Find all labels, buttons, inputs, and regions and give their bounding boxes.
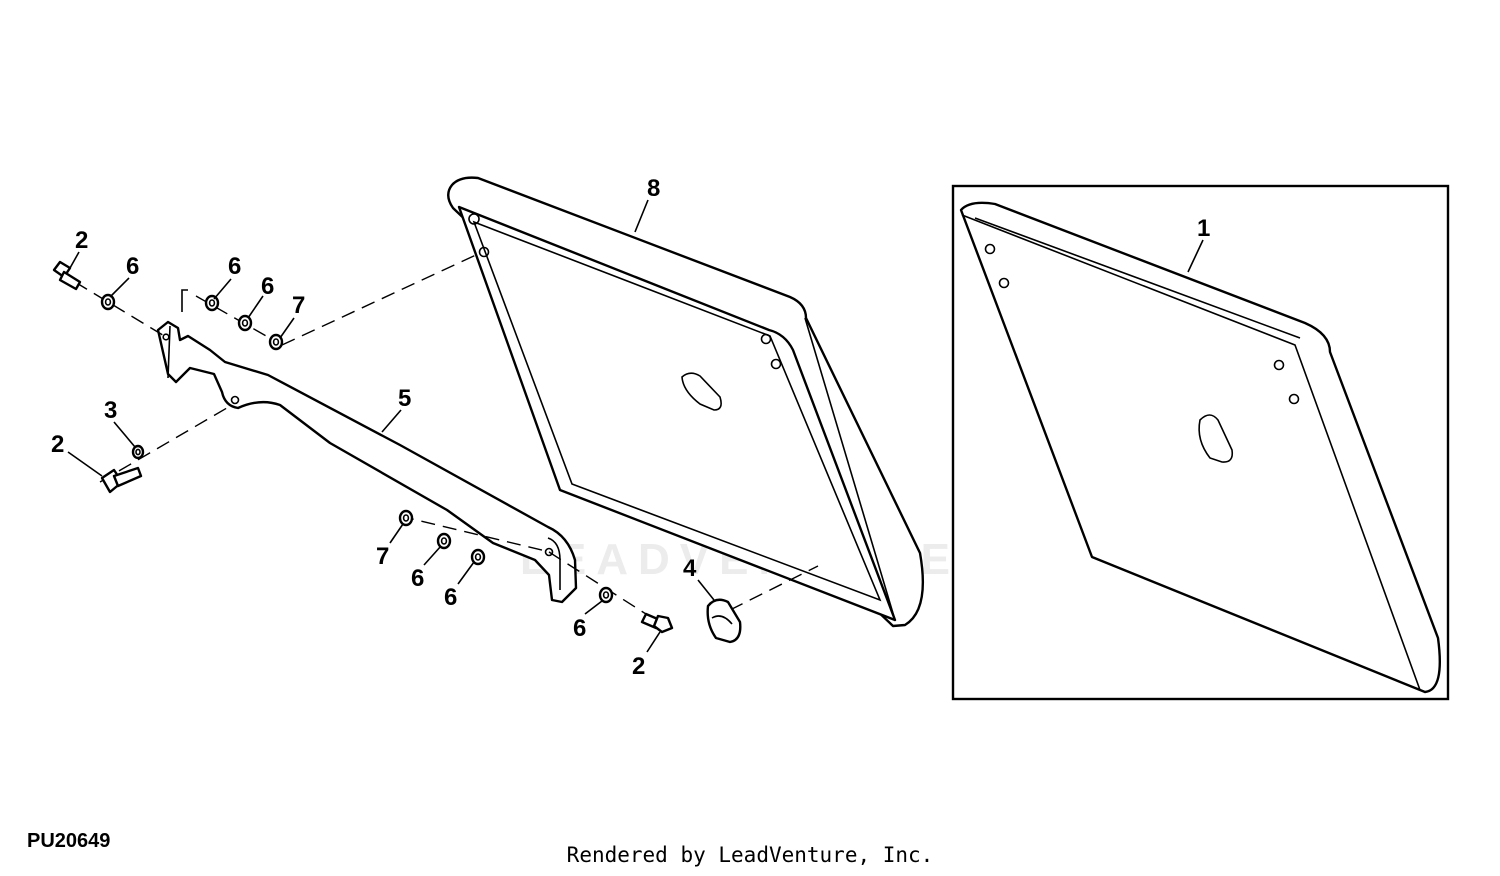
cushion-hole (1273, 359, 1285, 371)
cushion-hole (998, 277, 1010, 289)
washer-6 (470, 548, 486, 566)
washer-6 (204, 294, 220, 312)
frame-hole (760, 333, 772, 345)
washer-6 (598, 586, 614, 604)
detail-box (951, 184, 1450, 701)
callout-7: 7 (292, 292, 305, 319)
washer-6 (436, 532, 452, 550)
part-8-panel-frame (447, 176, 925, 628)
callout-2: 2 (632, 653, 645, 680)
bolt-2-right (640, 612, 674, 634)
callout-2: 2 (51, 431, 64, 458)
figure-id: PU20649 (27, 830, 111, 852)
callout-1: 1 (1197, 215, 1210, 242)
callout-3: 3 (104, 397, 117, 424)
bracket-tab (181, 289, 188, 312)
cushion-center-slot (1198, 414, 1234, 463)
callout-6: 6 (228, 253, 241, 280)
leader-lines (67, 199, 1204, 653)
callout-6: 6 (261, 273, 274, 300)
callout-8: 8 (647, 175, 660, 202)
part-4-bumper (706, 598, 742, 644)
part-5-mounting-bracket (156, 320, 578, 604)
callout-5: 5 (398, 385, 411, 412)
frame-hole (468, 213, 480, 225)
callout-7: 7 (376, 543, 389, 570)
nut-7 (398, 509, 414, 527)
lock-washer-3 (131, 444, 145, 460)
cushion-hole (1288, 393, 1300, 405)
part-1-cushion (959, 201, 1441, 694)
bolt-2-lower-left (100, 466, 143, 494)
washer-6 (237, 314, 253, 332)
washer-6 (100, 293, 116, 311)
nut-7 (268, 333, 284, 351)
callout-6: 6 (444, 584, 457, 611)
frame-hole (770, 358, 782, 370)
callout-2: 2 (75, 227, 88, 254)
bolt-2-upper-left (52, 260, 82, 291)
callout-6: 6 (411, 565, 424, 592)
frame-center-slot (681, 372, 722, 411)
callout-6: 6 (126, 253, 139, 280)
callout-4: 4 (683, 555, 697, 582)
cushion-hole (984, 243, 996, 255)
callout-6: 6 (573, 615, 586, 642)
render-credit: Rendered by LeadVenture, Inc. (566, 843, 934, 867)
frame-hole (478, 246, 490, 258)
